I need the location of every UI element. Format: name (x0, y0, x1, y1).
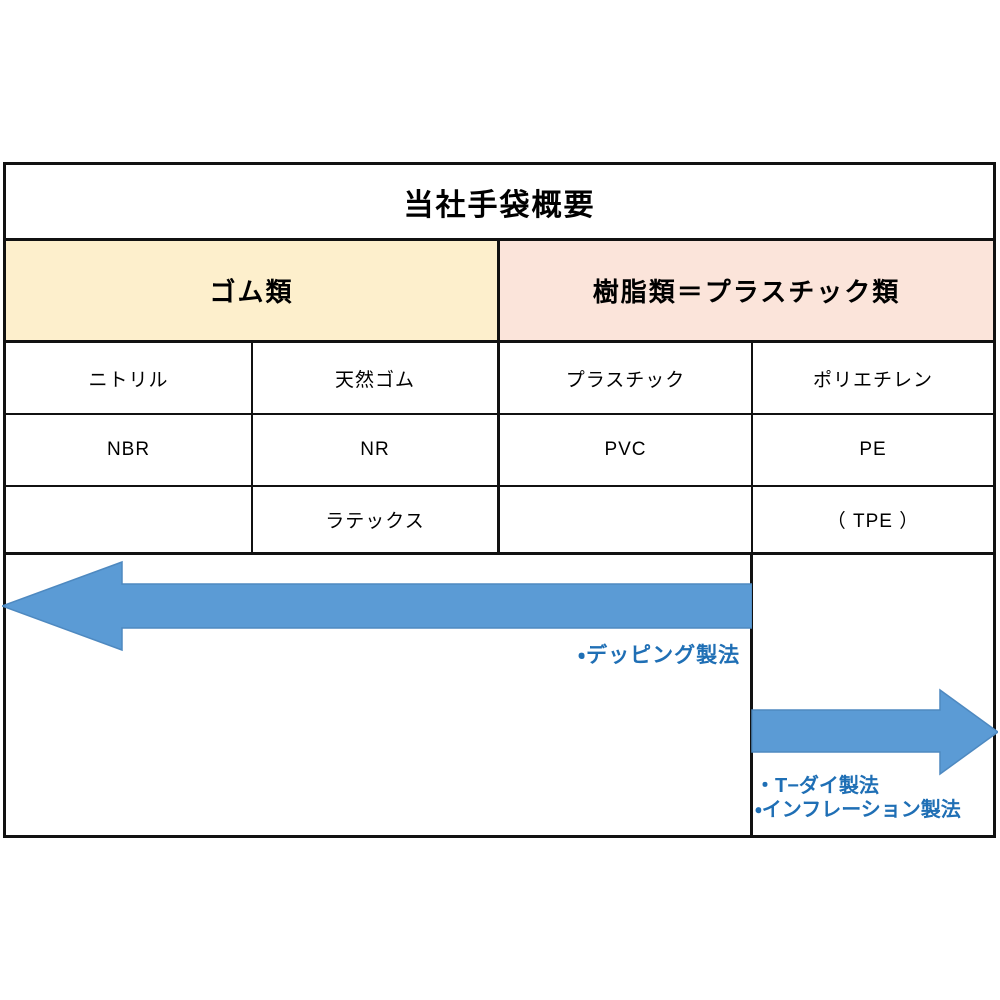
cell-abbr-pe: PE (859, 439, 887, 460)
table-row: ポリエチレン (753, 343, 993, 415)
note-t-die-process: ・T−ダイ製法 (755, 775, 879, 797)
cell-material-plastic: プラスチック (565, 369, 686, 391)
process-panel-rubber (6, 555, 753, 835)
table-row: PE (753, 415, 993, 487)
table-row: （ TPE ） (753, 487, 993, 555)
page-title: 当社手袋概要 (6, 165, 993, 241)
table-row (6, 487, 253, 555)
right-pointing-arrow (751, 688, 998, 776)
category-header-rubber-label: ゴム類 (209, 277, 294, 307)
category-header-rubber: ゴム類 (6, 241, 500, 343)
note-extrusion-processes: ・T−ダイ製法 ・インフレーション製法 (755, 775, 961, 822)
cell-abbr-pvc: PVC (604, 439, 647, 460)
cell-material-polyethylene: ポリエチレン (812, 369, 933, 391)
table-row: プラスチック (500, 343, 753, 415)
cell-material-natural-rubber: 天然ゴム (334, 369, 415, 391)
cell-material-nitrile: ニトリル (88, 369, 169, 391)
table-row (500, 487, 753, 555)
category-header-resin: 樹脂類＝プラスチック類 (500, 241, 993, 343)
left-pointing-arrow (2, 560, 752, 652)
note-inflation-process: ・インフレーション製法 (755, 798, 961, 821)
table-row: ニトリル (6, 343, 253, 415)
category-header-resin-label: 樹脂類＝プラスチック類 (592, 277, 901, 307)
cell-secondary-tpe: （ TPE ） (826, 511, 920, 532)
table-row: PVC (500, 415, 753, 487)
overview-table: 当社手袋概要 ゴム類 樹脂類＝プラスチック類 ニトリル 天然ゴム プラスチック … (3, 162, 996, 838)
table-row: 天然ゴム (253, 343, 500, 415)
cell-abbr-nr: NR (360, 439, 390, 460)
cell-abbr-nbr: NBR (106, 439, 151, 460)
table-row: NBR (6, 415, 253, 487)
table-row: NR (253, 415, 500, 487)
cell-secondary-latex: ラテックス (325, 511, 425, 532)
note-dipping-process: ・デッピング製法 (578, 644, 741, 667)
table-row: ラテックス (253, 487, 500, 555)
